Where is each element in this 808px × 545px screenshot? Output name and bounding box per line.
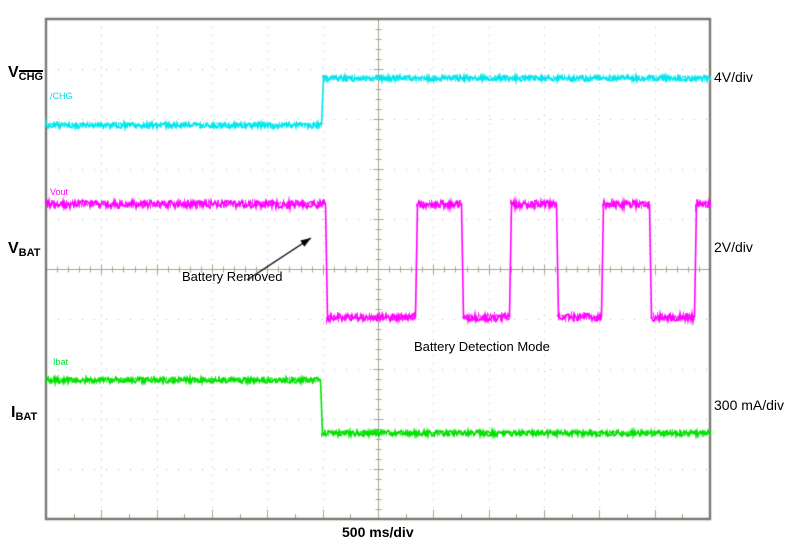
- channel2-label: VBAT: [8, 240, 41, 259]
- channel3-label: IBAT: [11, 404, 38, 423]
- channel3-subscript: BAT: [15, 411, 38, 423]
- timebase-label: 500 ms/div: [342, 524, 414, 540]
- annotation-battery-removed: Battery Removed: [182, 269, 283, 284]
- channel2-subscript: BAT: [18, 247, 41, 259]
- channel1-name: V: [8, 64, 19, 81]
- channel2-scale-label: 2V/div: [714, 239, 753, 255]
- channel1-subscript: CHG: [18, 70, 44, 83]
- trace-tag-chg: /CHG: [50, 91, 73, 101]
- channel3-name: I: [11, 404, 16, 421]
- annotation-battery-detection-mode: Battery Detection Mode: [414, 339, 550, 354]
- channel3-scale-label: 300 mA/div: [714, 397, 785, 413]
- channel2-name: V: [8, 240, 19, 257]
- trace-tag-ibat: Ibat: [53, 357, 69, 367]
- channel1-label: VCHG: [8, 64, 44, 83]
- trace-tag-vout: Vout: [50, 187, 69, 197]
- channel1-scale-label: 4V/div: [714, 69, 753, 85]
